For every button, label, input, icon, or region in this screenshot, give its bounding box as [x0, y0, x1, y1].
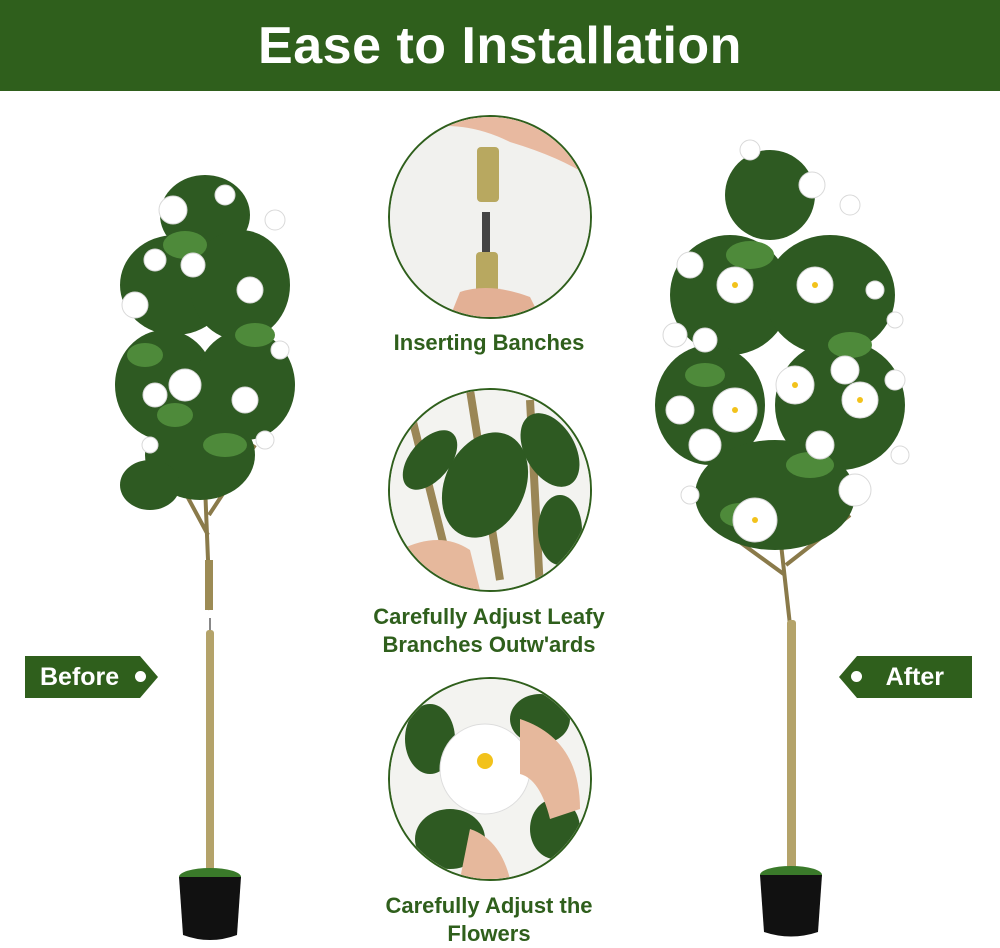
- after-tag: After: [839, 656, 972, 698]
- tag-arrow: [140, 656, 158, 698]
- before-label: Before: [40, 662, 120, 691]
- adjust-branches-photo: [390, 390, 590, 590]
- after-label: After: [885, 662, 944, 691]
- step-2-text-line2: Branches Outw'ards: [382, 632, 596, 657]
- tag-dot-icon: [135, 671, 146, 682]
- header-banner: Ease to Installation: [0, 0, 1000, 91]
- step-2-label: Carefully Adjust Leafy Branches Outw'ard…: [329, 603, 649, 659]
- step-3-text-line2: Flowers: [447, 921, 531, 946]
- step-1-image: [388, 115, 592, 319]
- insert-branch-photo: [390, 117, 590, 317]
- adjust-flowers-photo: [390, 679, 590, 879]
- step-1-text: Inserting Banches: [393, 330, 585, 355]
- step-2-text-line1: Carefully Adjust Leafy: [373, 604, 605, 629]
- tree-after-illustration: [655, 139, 910, 937]
- step-2-image: [388, 388, 592, 592]
- step-3-text-line1: Carefully Adjust the: [385, 893, 593, 918]
- tag-arrow: [839, 656, 857, 698]
- before-tag: Before: [25, 656, 158, 698]
- step-3-label: Carefully Adjust the Flowers: [329, 892, 649, 948]
- tag-dot-icon: [851, 671, 862, 682]
- tree-before-illustration: [115, 175, 295, 940]
- step-1-label: Inserting Banches: [329, 329, 649, 357]
- step-3-image: [388, 677, 592, 881]
- page-title: Ease to Installation: [258, 16, 742, 75]
